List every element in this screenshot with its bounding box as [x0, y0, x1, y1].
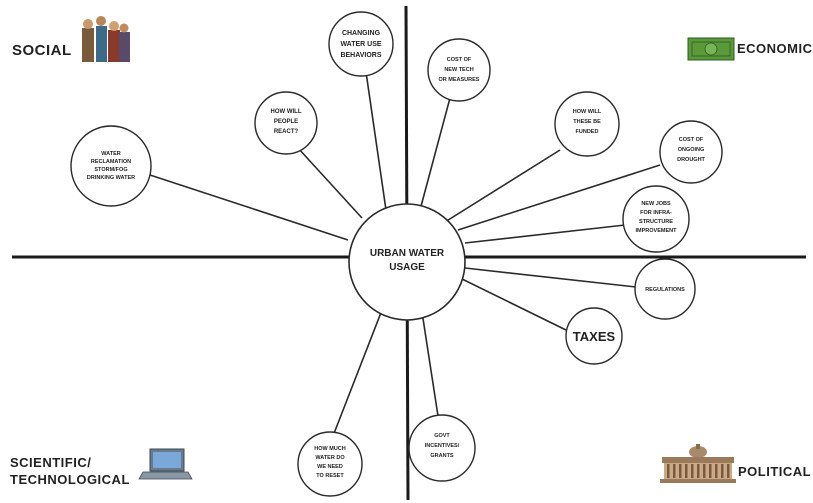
node-cost-of-ongoing-drought: COST OF ONGOING DROUGHT	[659, 120, 723, 184]
scientific-label-line-2: TECHNOLOGICAL	[10, 472, 130, 487]
node-text: WATER USE	[340, 41, 381, 48]
political-quadrant-label: POLITICAL	[738, 464, 812, 479]
government-building-icon	[660, 444, 736, 483]
node-text: INCENTIVES/	[425, 443, 460, 449]
node-new-jobs-infrastructure: NEW JOBS FOR INFRA- STRUCTURE IMPROVEMEN…	[622, 185, 690, 253]
spoke-regulations	[464, 267, 637, 288]
spoke-how-funded	[444, 149, 561, 223]
node-text: NEW JOBS	[641, 201, 671, 207]
node-text: STORM/FOG	[94, 167, 127, 173]
spoke-lines	[149, 71, 661, 437]
node-text: COST OF	[447, 57, 472, 63]
center-node: URBAN WATER USAGE	[348, 203, 466, 321]
node-text: PEOPLE	[274, 119, 298, 125]
node-text: CHANGING	[342, 30, 381, 37]
spoke-cost-drought	[457, 164, 661, 231]
node-water-reclamation: WATER RECLAMATION STORM/FOG DRINKING WAT…	[70, 125, 152, 207]
node-text: FUNDED	[576, 129, 599, 135]
node-text: TAXES	[573, 329, 616, 344]
node-text: BEHAVIORS	[340, 52, 381, 59]
spoke-changing-behaviors	[365, 71, 387, 211]
node-text: REACT?	[274, 129, 299, 135]
node-text: NEW TECH	[444, 67, 473, 73]
center-label-line-2: USAGE	[389, 262, 425, 273]
node-text: DROUGHT	[677, 157, 705, 163]
node-text: HOW MUCH	[314, 446, 345, 452]
scientific-label-line-1: SCIENTIFIC/	[10, 455, 92, 470]
node-how-much-water: HOW MUCH WATER DO WE NEED TO RESET	[297, 431, 363, 497]
scientific-quadrant-label: SCIENTIFIC/ TECHNOLOGICAL	[10, 454, 130, 488]
node-text: GOVT	[434, 433, 450, 439]
node-text: THESE BE	[573, 119, 601, 125]
node-text: TO RESET	[316, 473, 344, 479]
node-govt-incentives-grants: GOVT INCENTIVES/ GRANTS	[408, 414, 476, 482]
node-text: GRANTS	[430, 453, 454, 459]
spoke-people-react	[297, 147, 363, 219]
node-text: DRINKING WATER	[87, 175, 135, 181]
node-text: ONGOING	[678, 147, 705, 153]
spoke-cost-new-tech	[419, 97, 451, 211]
node-regulations: REGULATIONS	[634, 258, 696, 320]
node-text: RECLAMATION	[91, 159, 131, 165]
node-cost-of-new-tech: COST OF NEW TECH OR MEASURES	[427, 38, 491, 102]
node-how-will-people-react: HOW WILL PEOPLE REACT?	[254, 91, 318, 155]
spoke-taxes	[459, 277, 567, 331]
node-text: OR MEASURES	[439, 77, 480, 83]
node-text: WE NEED	[317, 464, 343, 470]
spoke-govt-incentives	[421, 311, 439, 417]
node-text: HOW WILL	[271, 109, 302, 115]
node-text: STRUCTURE	[639, 219, 673, 225]
node-text: WATER	[101, 151, 120, 157]
spoke-water-reclamation	[149, 174, 349, 241]
node-changing-water-use-behaviors: CHANGING WATER USE BEHAVIORS	[328, 11, 394, 77]
people-group-icon	[82, 16, 130, 62]
center-label-line-1: URBAN WATER	[370, 248, 445, 259]
money-bill-icon	[687, 37, 735, 61]
laptop-icon	[138, 448, 193, 480]
economic-quadrant-label: ECONOMIC	[737, 41, 813, 56]
node-text: COST OF	[679, 137, 704, 143]
node-text: WATER DO	[315, 455, 345, 461]
spoke-how-much-water	[332, 309, 383, 437]
node-text: HOW WILL	[573, 109, 602, 115]
node-text: IMPROVEMENT	[636, 228, 678, 234]
node-how-will-these-be-funded: HOW WILL THESE BE FUNDED	[554, 91, 620, 157]
node-taxes: TAXES	[565, 307, 623, 365]
node-text: REGULATIONS	[645, 287, 685, 293]
spoke-new-jobs	[464, 224, 626, 244]
node-text: FOR INFRA-	[640, 210, 672, 216]
social-quadrant-label: SOCIAL	[12, 42, 72, 59]
